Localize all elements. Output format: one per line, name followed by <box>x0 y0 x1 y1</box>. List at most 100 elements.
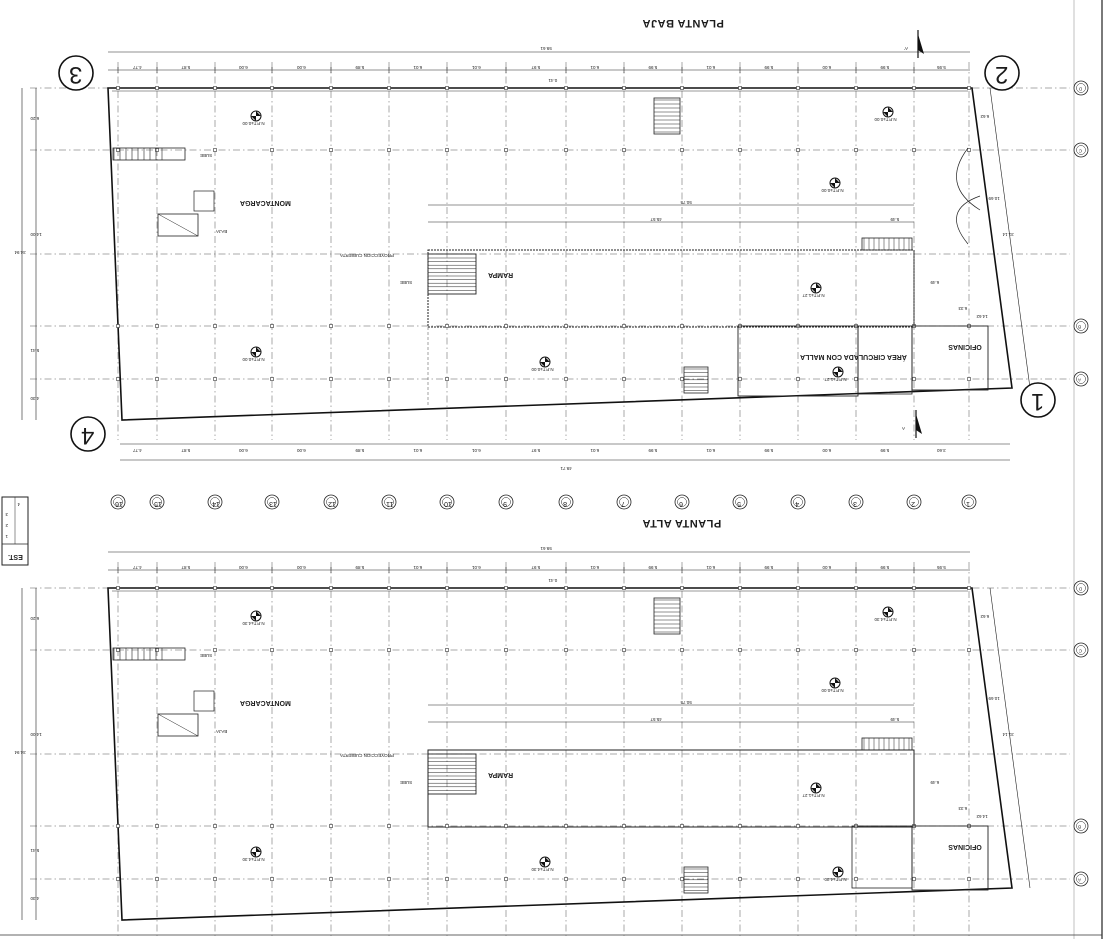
column-post <box>270 586 274 590</box>
column-post <box>329 324 333 328</box>
column-post <box>213 86 217 90</box>
dim-span-bottom: 6.01 <box>472 448 481 453</box>
col-axis-10: 10 <box>444 500 452 507</box>
column-post <box>796 824 800 828</box>
dim-span-top: 5.99 <box>764 565 773 570</box>
column-post <box>796 148 800 152</box>
column-post <box>912 377 916 381</box>
level-marker-fill <box>540 857 550 867</box>
col-axis-1: 1 <box>966 500 970 507</box>
column-post <box>329 377 333 381</box>
label-sube-top: SUBE <box>200 653 212 658</box>
dim-offset: 0.41 <box>548 78 557 83</box>
row-axis-top-D: D <box>1078 87 1082 92</box>
column-post <box>116 324 120 328</box>
level-label: N.P.T±0.00 <box>531 367 554 372</box>
level-label: N.P.T±4.30 <box>242 857 265 862</box>
column-post <box>912 586 916 590</box>
column-post <box>504 877 508 881</box>
dim-span-top: 5.99 <box>648 565 657 570</box>
column-post <box>967 877 971 881</box>
column-post <box>912 877 916 881</box>
dim-inner-a-label: 50.75 <box>680 200 692 205</box>
stair-run <box>112 647 186 661</box>
dim-span-top: 5.99 <box>764 65 773 70</box>
column-post <box>270 86 274 90</box>
column-post <box>445 86 449 90</box>
door-arc <box>956 195 981 245</box>
ramp-box <box>427 253 477 295</box>
dim-span-bottom: 6.00 <box>297 448 306 453</box>
col-axis-bubble <box>381 494 397 510</box>
column-post <box>796 648 800 652</box>
dim-span-top: 6.00 <box>822 565 831 570</box>
column-post <box>155 324 159 328</box>
label-rampa: RAMPA <box>488 271 513 278</box>
level-marker-fill <box>811 283 821 293</box>
row-axis-bubble <box>1073 80 1089 96</box>
column-post <box>329 586 333 590</box>
dim-inner-c-label: 5.49 <box>890 717 899 722</box>
corner-callout-circle <box>1020 382 1056 418</box>
dim-span-top: 5.95 <box>937 565 946 570</box>
row-axis-bottom-A: A <box>1078 878 1081 883</box>
col-axis-bubble <box>674 494 690 510</box>
label-sube-ramp: SUBE <box>400 780 412 785</box>
row-axis-bubble <box>1073 371 1089 387</box>
column-post <box>213 324 217 328</box>
dim-span-bottom: 3.60 <box>937 448 946 453</box>
dim-span-top: 5.99 <box>880 565 889 570</box>
dim-span-bottom: 6.01 <box>706 448 715 453</box>
stair-right-box <box>861 737 913 751</box>
dim-span-bottom: 6.00 <box>239 448 248 453</box>
column-post <box>445 586 449 590</box>
col-axis-bubble-inner <box>384 497 394 507</box>
col-axis-bubble-inner <box>501 497 511 507</box>
label-rampa: RAMPA <box>488 771 513 778</box>
column-post <box>387 586 391 590</box>
col-axis-bubble <box>498 494 514 510</box>
column-post <box>329 877 333 881</box>
column-post <box>504 377 508 381</box>
row-axis-bubble-inner <box>1076 145 1086 155</box>
level-label: N.P.T±1.27 <box>802 793 825 798</box>
column-post <box>622 824 626 828</box>
section-mark: A <box>902 426 905 431</box>
corner-callout-circle <box>70 416 106 452</box>
dim-left-1: 6.20 <box>30 116 39 121</box>
column-post <box>622 377 626 381</box>
dim-left-2: 14.00 <box>30 732 42 737</box>
dim-span-top: 5.97 <box>531 565 540 570</box>
column-post <box>213 877 217 881</box>
level-label: N.P.T±1.27 <box>824 377 847 382</box>
col-axis-8: 8 <box>563 500 567 507</box>
dim-span-top: 5.99 <box>648 65 657 70</box>
column-post <box>387 877 391 881</box>
col-axis-bubble-inner <box>735 497 745 507</box>
legend-row-2: 2 <box>5 523 8 528</box>
level-marker-fill <box>251 111 261 121</box>
dim-overall-top: 59.61 <box>540 546 552 551</box>
column-post <box>796 377 800 381</box>
legend-row-3: 3 <box>5 512 8 517</box>
dim-span-top: 5.87 <box>181 565 190 570</box>
column-post <box>329 148 333 152</box>
level-marker-fill <box>833 367 843 377</box>
column-post <box>680 377 684 381</box>
column-post <box>504 148 508 152</box>
column-post <box>213 148 217 152</box>
label-proyeccion-cubierta: PROYECCION CUBIERTA <box>340 753 394 758</box>
montacarga-shaft <box>193 690 215 712</box>
dim-span-bottom: 5.89 <box>355 448 364 453</box>
section-arrow <box>918 34 924 54</box>
est-legend: EST. 4 3 2 1 <box>1 496 29 566</box>
col-axis-bubble <box>264 494 280 510</box>
column-post <box>967 648 971 652</box>
col-axis-bubble <box>207 494 223 510</box>
corner-callout-2: 2 <box>995 61 1008 88</box>
column-post <box>213 377 217 381</box>
level-marker-fill <box>251 847 261 857</box>
col-axis-bubble <box>110 494 126 510</box>
dim-inner-b-label: 45.57 <box>650 717 662 722</box>
label-montacarga: MONTACARGA <box>240 699 291 706</box>
